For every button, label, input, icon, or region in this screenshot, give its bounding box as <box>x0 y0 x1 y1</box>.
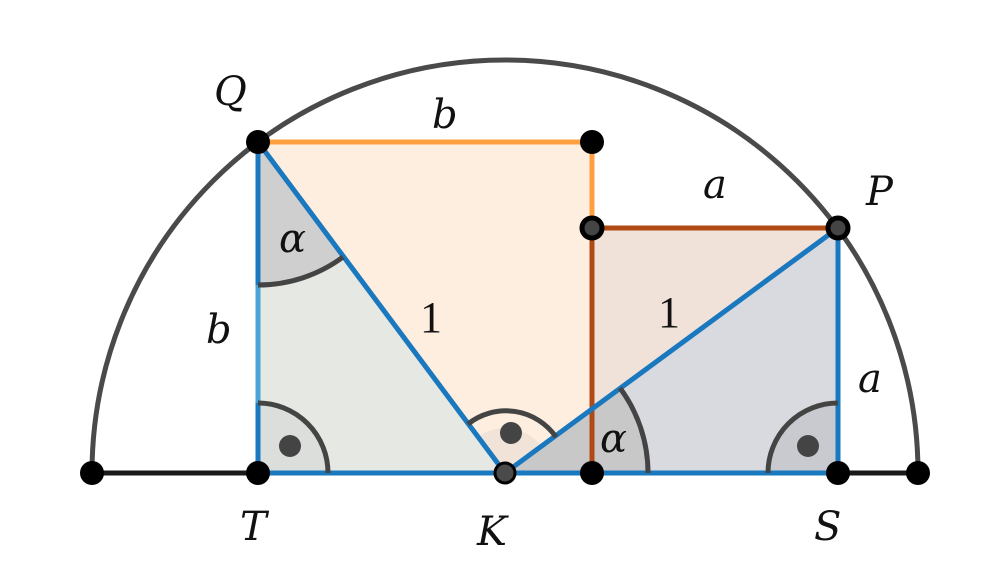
radius-KQ <box>255 140 508 475</box>
label-one-right: 1 <box>658 288 680 337</box>
angle-alpha-K-arc <box>617 386 651 474</box>
label-b-left: b <box>206 307 232 353</box>
label-a-top: a <box>703 162 727 208</box>
point-T <box>246 461 270 485</box>
label-T: T <box>240 504 270 550</box>
right-angle-K-arc <box>466 408 559 439</box>
label-alpha-Q: α <box>279 216 306 262</box>
label-K: K <box>476 509 509 555</box>
semicircle-arc <box>89 57 921 474</box>
label-a-right: a <box>858 356 882 402</box>
point-orange-square-corner <box>580 130 604 154</box>
label-alpha-K: α <box>600 416 627 462</box>
point-brown-square-top <box>579 215 605 241</box>
label-Q: Q <box>214 69 247 115</box>
right-angle-K-dot <box>500 422 522 444</box>
orange-square-fill <box>258 142 592 473</box>
angle-alpha-K-sector <box>505 388 648 473</box>
right-angle-T-dot <box>279 435 301 457</box>
point-K <box>493 461 517 485</box>
angle-alpha-Q-sector <box>258 142 343 285</box>
point-S <box>826 461 850 485</box>
right-angle-S-arc <box>765 400 839 474</box>
label-S: S <box>814 504 841 550</box>
point-Q <box>246 130 270 154</box>
point-P <box>825 215 851 241</box>
label-P: P <box>865 169 894 215</box>
label-one-left: 1 <box>420 293 442 342</box>
point-diameter-left <box>80 461 104 485</box>
right-angle-S-dot <box>797 435 819 457</box>
angle-alpha-Q-arc <box>257 254 345 288</box>
right-angle-T-arc <box>257 400 331 474</box>
point-diameter-right <box>906 461 930 485</box>
point-brown-square-corner <box>580 461 604 485</box>
radius-KP <box>503 225 840 476</box>
right-angle-K-sector <box>478 428 541 473</box>
label-b-top: b <box>432 92 458 138</box>
